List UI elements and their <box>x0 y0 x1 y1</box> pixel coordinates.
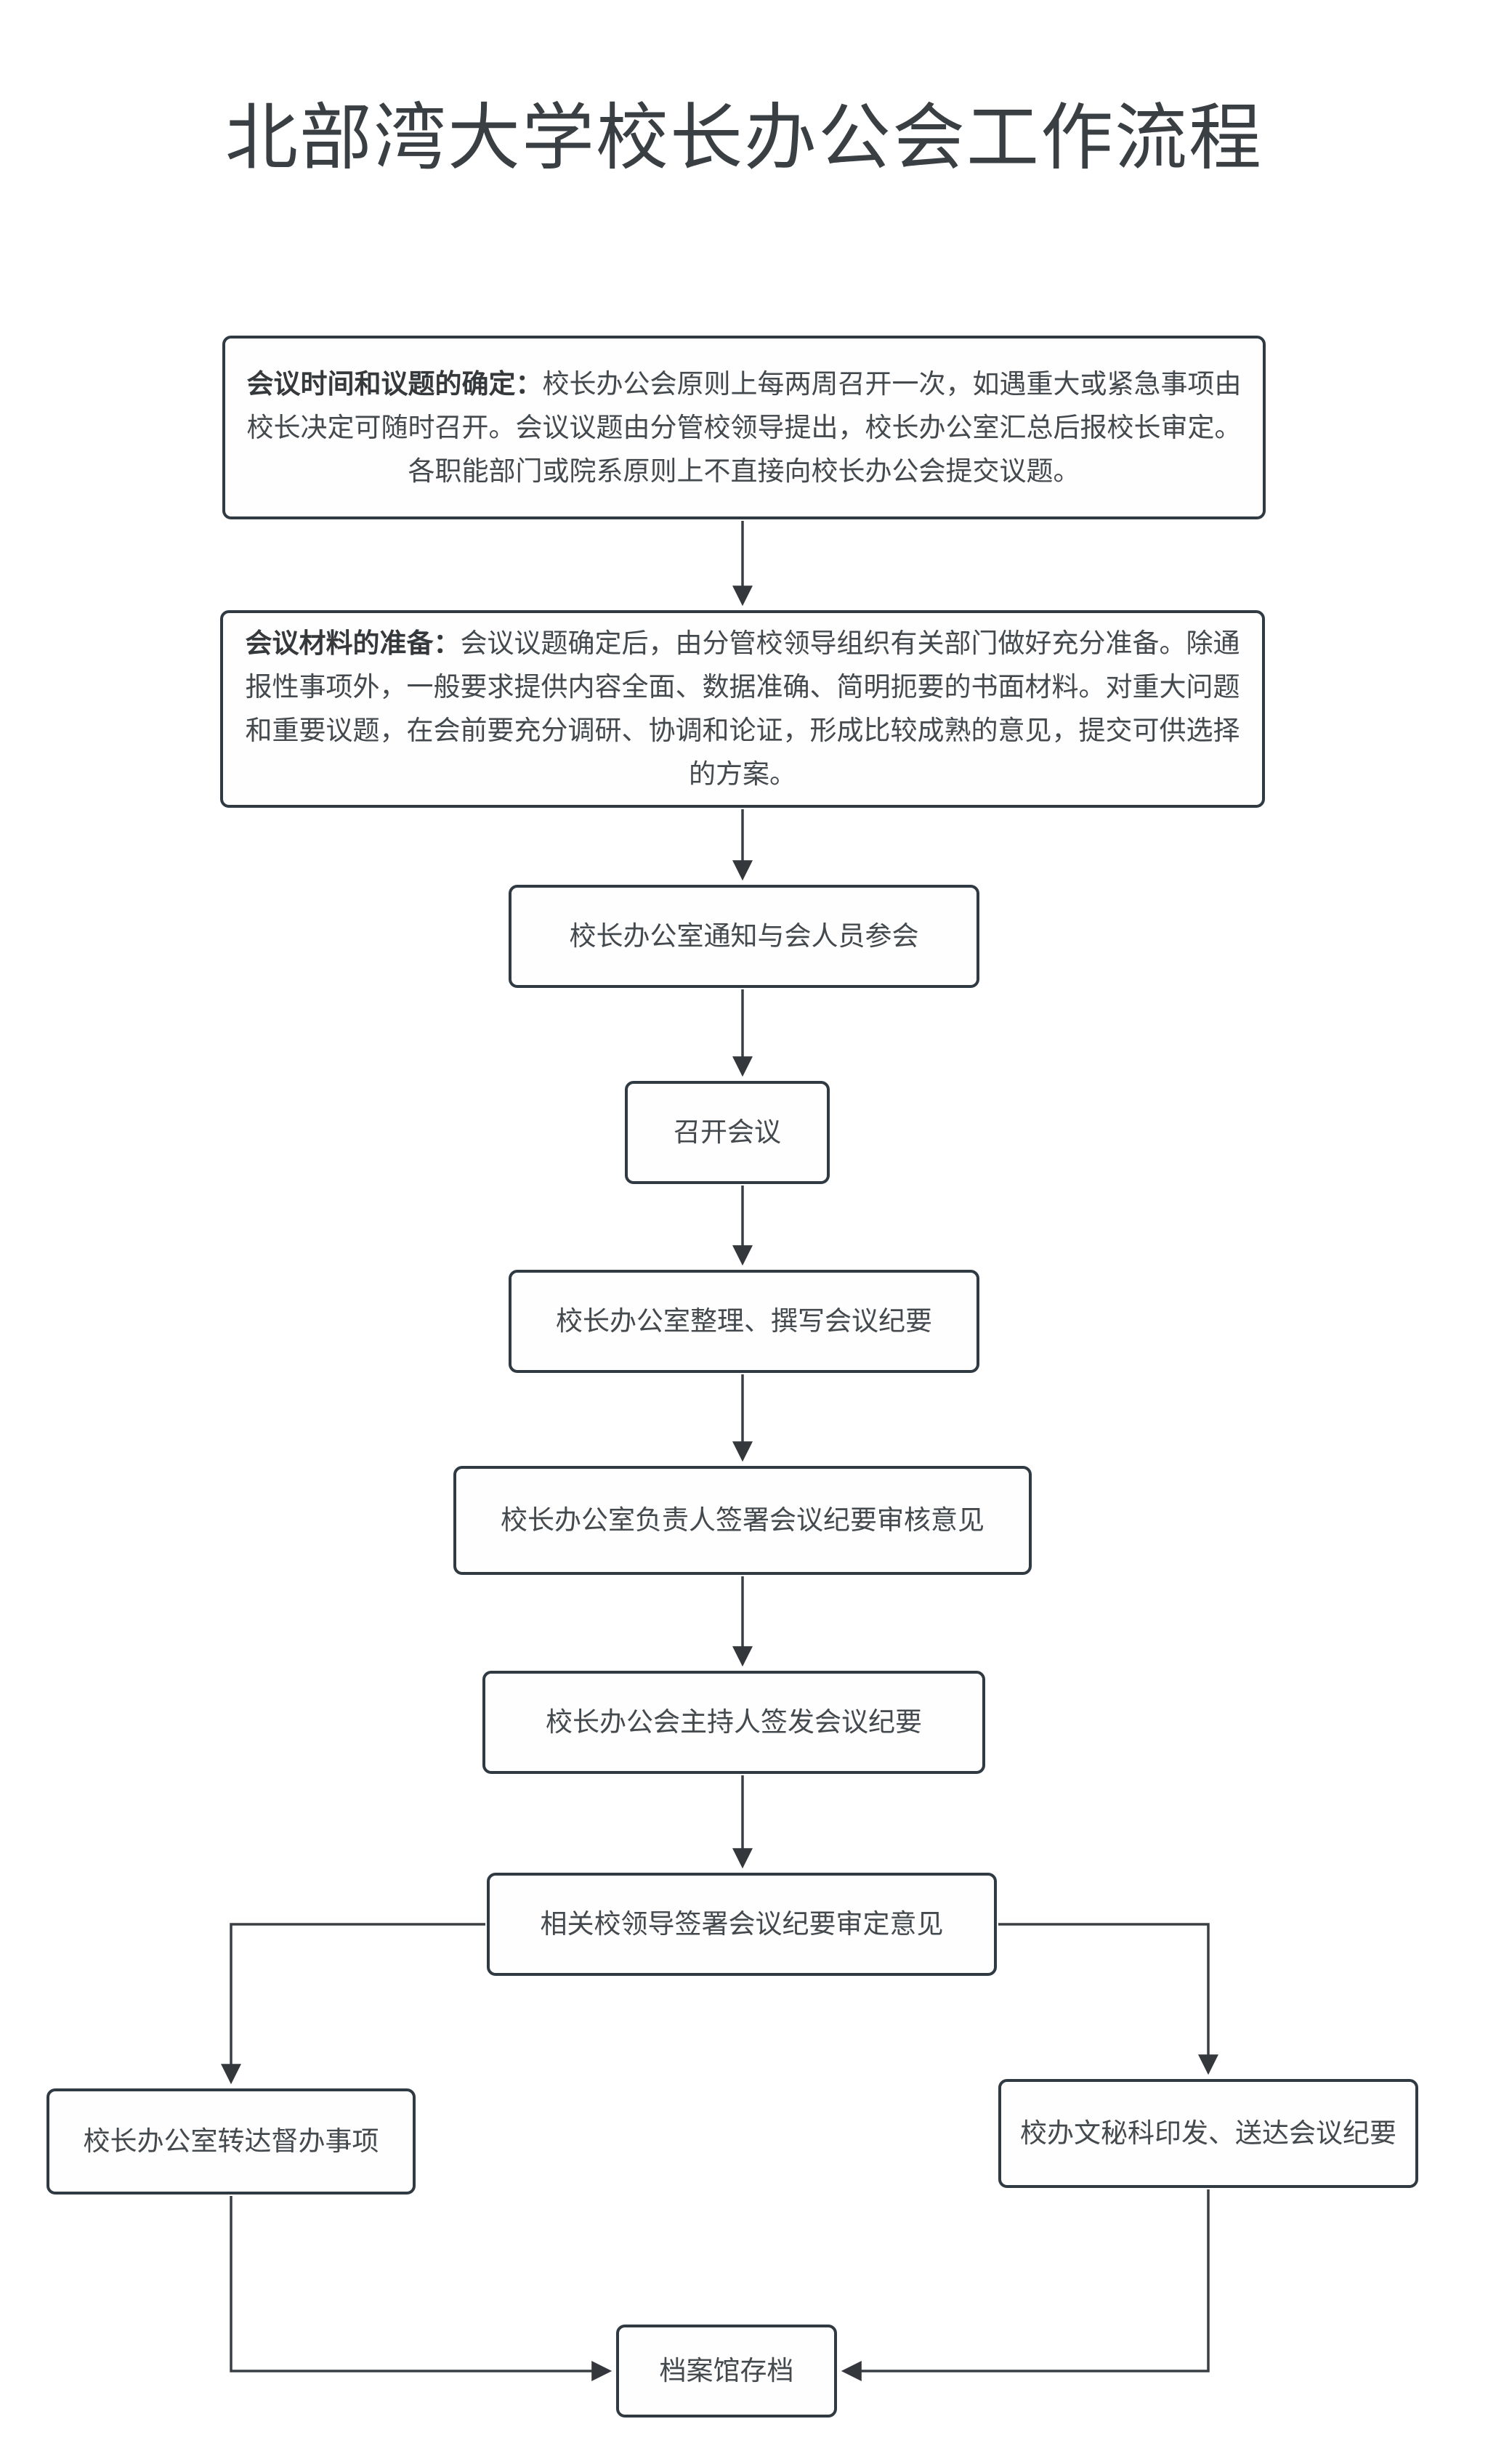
flow-step-label: 校长办公室整理、撰写会议纪要 <box>556 1306 932 1336</box>
flow-step-leaders-approval: 相关校领导签署会议纪要审定意见 <box>487 1873 997 1976</box>
flow-step-meeting-time-topics: 会议时间和议题的确定：校长办公会原则上每两周召开一次，如遇重大或紧急事项由校长决… <box>222 336 1266 519</box>
flow-step-lead: 会议材料的准备： <box>245 628 461 658</box>
flow-step-office-head-review: 校长办公室负责人签署会议纪要审核意见 <box>453 1466 1032 1575</box>
flow-step-notify-attendees: 校长办公室通知与会人员参会 <box>509 885 979 988</box>
flow-step-draft-minutes: 校长办公室整理、撰写会议纪要 <box>509 1270 979 1373</box>
arrow-step8-to-right-branch <box>998 1923 1218 2075</box>
flow-step-label: 校办文秘科印发、送达会议纪要 <box>1020 2118 1396 2148</box>
flow-step-label: 档案馆存档 <box>659 2356 794 2386</box>
arrow-left-branch-to-archive <box>230 2196 612 2381</box>
arrow-right-branch-to-archive <box>841 2189 1210 2381</box>
flow-step-label: 校长办公室负责人签署会议纪要审核意见 <box>501 1505 984 1535</box>
arrow-step8-to-left-branch <box>221 1923 485 2085</box>
flow-step-body: 校长办公会原则上每两周召开一次，如遇重大或紧急事项由校长决定可随时召开。会议议题… <box>246 368 1242 486</box>
flow-step-label: 校长办公室通知与会人员参会 <box>569 921 919 951</box>
flow-step-label: 相关校领导签署会议纪要审定意见 <box>540 1909 944 1939</box>
flow-step-hold-meeting: 召开会议 <box>625 1081 830 1184</box>
flow-step-print-deliver-minutes: 校办文秘科印发、送达会议纪要 <box>998 2079 1418 2188</box>
flow-step-text: 会议时间和议题的确定：校长办公会原则上每两周召开一次，如遇重大或紧急事项由校长决… <box>225 362 1263 493</box>
flow-step-lead: 会议时间和议题的确定： <box>246 368 543 399</box>
page-title: 北部湾大学校长办公会工作流程 <box>225 97 1263 179</box>
flow-step-archive: 档案馆存档 <box>616 2325 837 2418</box>
flow-step-material-preparation: 会议材料的准备：会议议题确定后，由分管校领导组织有关部门做好充分准备。除通报性事… <box>220 610 1265 808</box>
flow-step-chair-sign-issue: 校长办公会主持人签发会议纪要 <box>482 1671 985 1774</box>
flow-step-label: 校长办公会主持人签发会议纪要 <box>546 1707 922 1737</box>
flow-step-label: 校长办公室转达督办事项 <box>83 2126 379 2156</box>
flow-step-text: 会议材料的准备：会议议题确定后，由分管校领导组织有关部门做好充分准备。除通报性事… <box>223 622 1262 796</box>
flow-step-label: 召开会议 <box>674 1117 781 1147</box>
flow-step-body: 会议议题确定后，由分管校领导组织有关部门做好充分准备。除通报性事项外，一般要求提… <box>245 628 1240 789</box>
flow-step-supervise-items: 校长办公室转达督办事项 <box>46 2088 416 2194</box>
